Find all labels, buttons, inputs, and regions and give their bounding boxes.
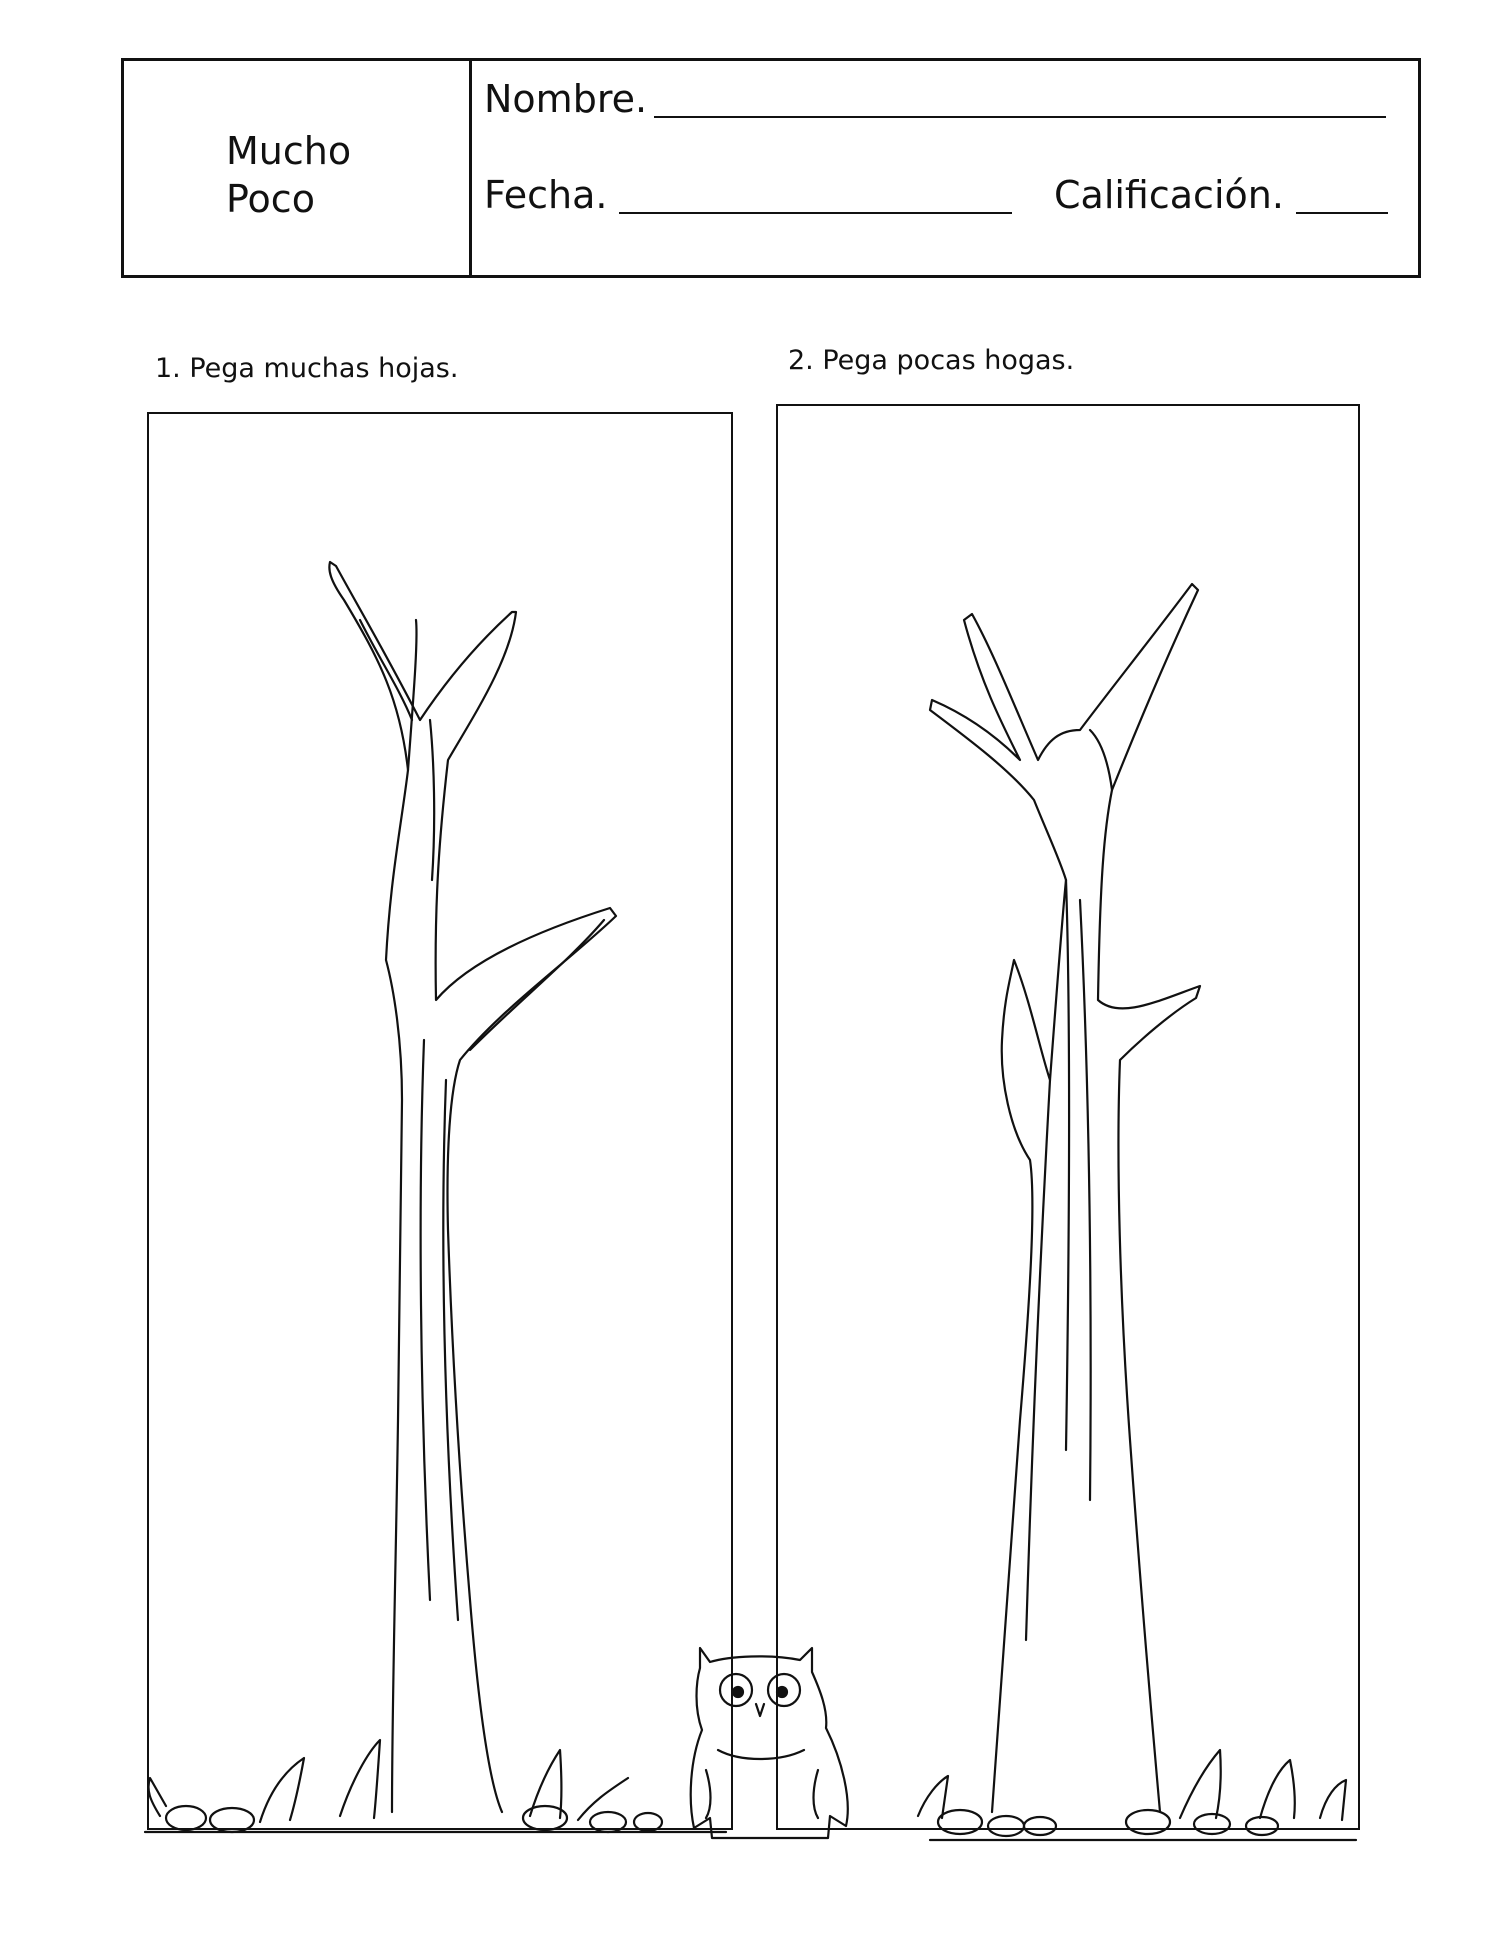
name-field[interactable] (654, 116, 1386, 118)
name-label: Nombre. (484, 77, 648, 121)
ground-right (916, 1748, 1358, 1842)
activity-2-panel[interactable] (776, 404, 1360, 1830)
date-label: Fecha. (484, 173, 608, 217)
topic-line-2: Poco (226, 177, 315, 221)
grade-field[interactable] (1296, 212, 1388, 214)
activity-1-instruction: 1. Pega muchas hojas. (155, 353, 459, 384)
activity-2-instruction: 2. Pega pocas hogas. (788, 345, 1075, 376)
tree-right (928, 582, 1202, 1814)
date-field[interactable] (619, 212, 1012, 214)
header-divider (469, 61, 472, 275)
owl-illustration (689, 1646, 849, 1840)
topic-title: Mucho Poco (226, 127, 351, 223)
tree-left (328, 560, 618, 1814)
topic-line-1: Mucho (226, 129, 352, 173)
grade-label: Calificación. (1054, 173, 1284, 217)
header-box: Mucho Poco Nombre. Fecha. Calificación. (121, 58, 1421, 278)
activity-1-panel[interactable] (147, 412, 733, 1830)
ground-left (143, 1738, 728, 1834)
